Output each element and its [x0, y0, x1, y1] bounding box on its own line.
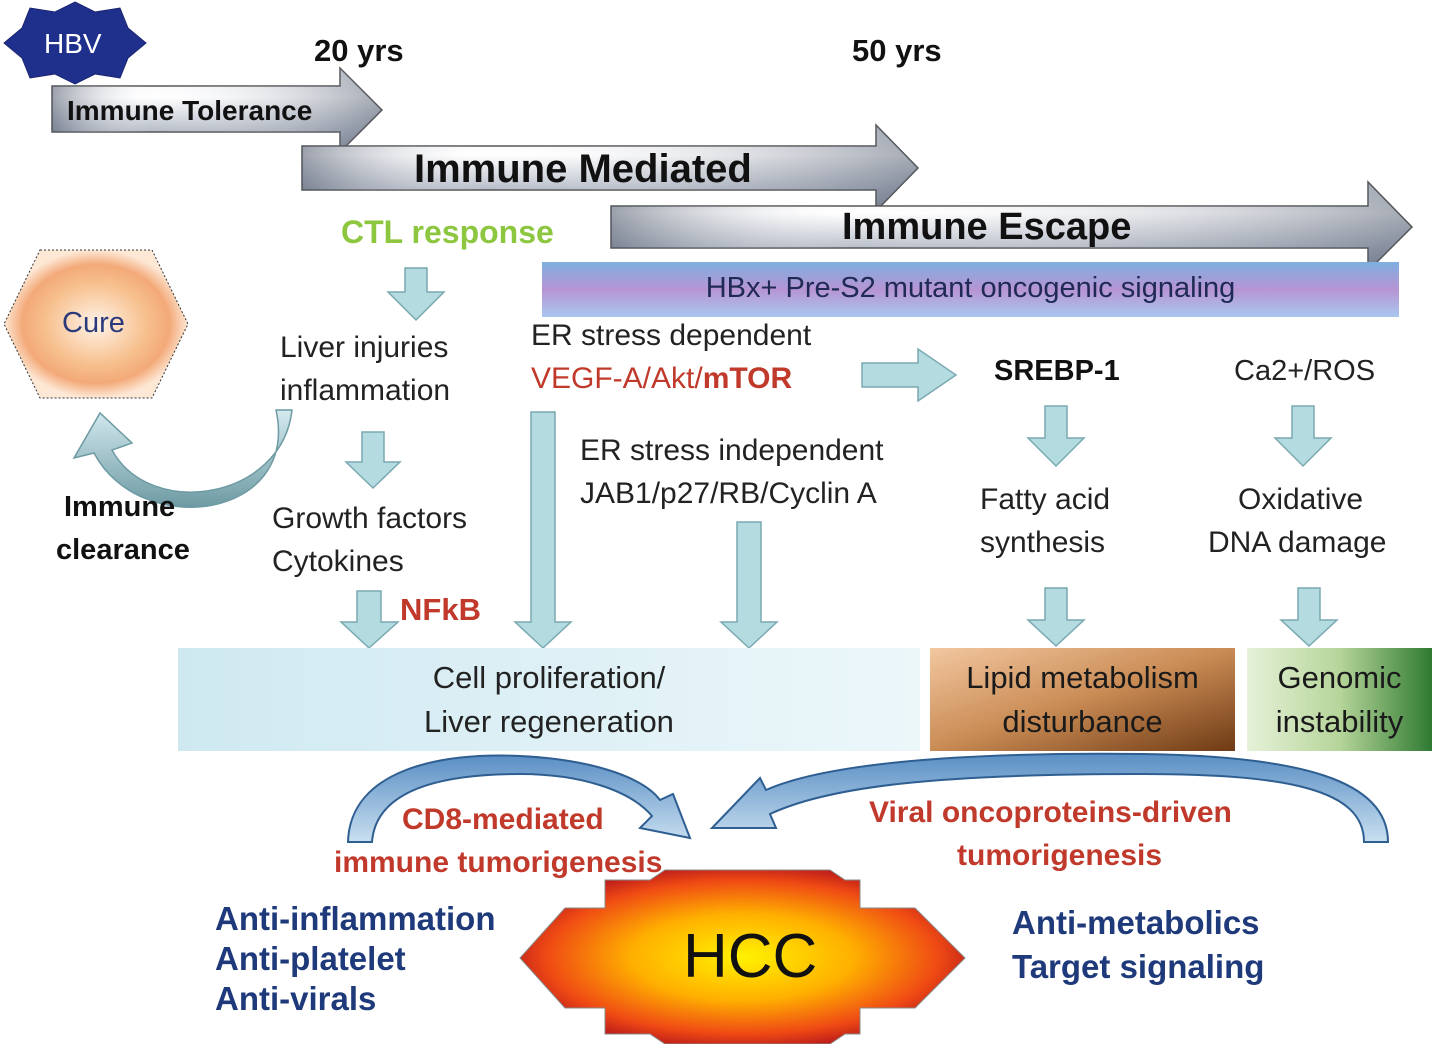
immune-escape-arrow — [610, 180, 1414, 273]
er-dependent-pathway: VEGF-A/Akt/mTOR — [531, 364, 792, 394]
therapy-anti-metabolics: Anti-metabolics — [1012, 904, 1260, 941]
cell-proliferation-box — [178, 648, 920, 751]
oxidative-line1: Oxidative — [1238, 483, 1364, 516]
growth-factors-line2: Cytokines — [272, 545, 404, 578]
genomic-text: Genomic instability — [1247, 648, 1432, 751]
cure-label: Cure — [62, 307, 125, 339]
viral-curve-arrow — [709, 752, 1390, 843]
mtor-label: mTOR — [702, 362, 793, 395]
arrow-injury-to-growth — [344, 431, 402, 490]
cure-hexagon — [3, 249, 189, 399]
phase-immune-tolerance: Immune Tolerance — [67, 95, 313, 126]
oxidative-line2: DNA damage — [1208, 526, 1387, 559]
hcc-shape — [519, 869, 966, 1044]
growth-factors-line1: Growth factors — [272, 502, 468, 535]
genomic-box — [1247, 648, 1432, 751]
er-independent-line1: ER stress independent — [580, 434, 884, 467]
lipid-text: Lipid metabolism disturbance — [930, 648, 1235, 751]
cd8-line2: immune tumorigenesis — [334, 846, 663, 879]
cell-proliferation-text: Cell proliferation/ Liver regeneration — [178, 648, 920, 751]
therapy-target-signaling: Target signaling — [1012, 948, 1265, 985]
er-dependent-label: ER stress dependent — [531, 319, 812, 352]
signaling-band-label: HBx+ Pre-S2 mutant oncogenic signaling — [705, 272, 1236, 304]
vegf-akt-label: VEGF-A/Akt/ — [531, 362, 703, 395]
viral-line1: Viral oncoproteins-driven — [869, 796, 1232, 829]
liver-injuries-line1: Liver injuries — [280, 331, 449, 364]
genomic-line2: instability — [1275, 703, 1404, 739]
arrow-growth-to-cell — [339, 590, 400, 650]
lipid-line1: Lipid metabolism — [966, 660, 1199, 696]
hbv-badge-shape — [3, 1, 147, 85]
therapy-anti-platelet: Anti-platelet — [215, 940, 406, 977]
arrow-mtor-to-srebp — [861, 347, 958, 403]
arrow-ctl-to-injury — [386, 267, 446, 322]
ctl-response-label: CTL response — [341, 214, 554, 250]
lipid-line2: disturbance — [1002, 703, 1163, 739]
cell-prolif-line1: Cell proliferation/ — [432, 660, 666, 696]
signaling-band — [542, 262, 1399, 317]
lipid-box — [930, 648, 1235, 751]
immune-tolerance-arrow — [51, 66, 384, 154]
hcc-label: HCC — [683, 922, 818, 991]
srebp-label: SREBP-1 — [994, 355, 1120, 387]
er-independent-line2: JAB1/p27/RB/Cyclin A — [580, 477, 877, 510]
cell-prolif-line2: Liver regeneration — [424, 703, 674, 739]
viral-line2: tumorigenesis — [957, 839, 1163, 872]
immune-clearance-curve-arrow — [72, 409, 293, 508]
arrow-oxidative-down — [1279, 587, 1339, 648]
arrow-er-dependent-down — [513, 411, 573, 650]
timeline-20-yrs: 20 yrs — [314, 33, 404, 68]
cd8-curve-arrow — [346, 754, 692, 843]
ca-ros-label: Ca2+/ROS — [1234, 355, 1376, 387]
immune-mediated-arrow — [301, 123, 920, 213]
fatty-acid-line1: Fatty acid — [980, 483, 1111, 516]
phase-immune-escape: Immune Escape — [842, 206, 1132, 248]
arrow-srebp-down — [1026, 405, 1086, 468]
arrow-er-independent-down — [719, 521, 779, 650]
therapy-anti-virals: Anti-virals — [215, 980, 377, 1017]
genomic-line1: Genomic — [1277, 660, 1402, 696]
phase-immune-mediated: Immune Mediated — [414, 147, 752, 191]
immune-clearance-line1: Immune — [64, 491, 176, 523]
cd8-line1: CD8-mediated — [402, 803, 604, 836]
nfkb-label: NFkB — [400, 592, 481, 627]
hbv-label: HBV — [44, 28, 102, 59]
therapy-anti-inflammation: Anti-inflammation — [215, 900, 496, 937]
timeline-50-yrs: 50 yrs — [852, 33, 942, 68]
arrow-caros-down — [1273, 405, 1333, 468]
arrow-fatty-down — [1026, 587, 1086, 648]
immune-clearance-line2: clearance — [56, 534, 190, 566]
fatty-acid-line2: synthesis — [980, 526, 1106, 559]
liver-injuries-line2: inflammation — [280, 374, 451, 407]
